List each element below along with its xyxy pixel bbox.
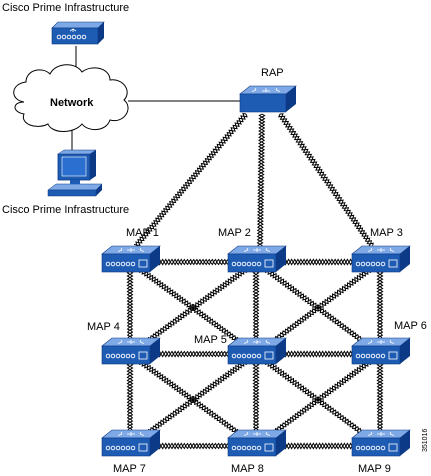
prime-top-label: Cisco Prime Infrastructure — [2, 2, 129, 14]
map1-access-point-icon — [101, 245, 161, 273]
map9-label: MAP 9 — [358, 463, 391, 475]
map9-access-point-icon — [351, 429, 411, 457]
map2-access-point-icon — [227, 245, 287, 273]
map8-label: MAP 8 — [231, 463, 264, 475]
map-devices — [101, 245, 411, 457]
wireless-link-rap-map1 — [133, 112, 248, 248]
map7-label: MAP 7 — [113, 463, 146, 475]
prime-bottom-label: Cisco Prime Infrastructure — [2, 204, 129, 216]
map6-access-point-icon — [351, 337, 411, 365]
map4-label: MAP 4 — [87, 321, 120, 333]
wireless-link-rap-map2 — [256, 113, 266, 247]
wireless-links — [126, 112, 384, 450]
wireless-link-rap-map3 — [278, 113, 374, 247]
network-cloud-icon — [13, 64, 129, 132]
map4-access-point-icon — [101, 337, 161, 365]
map2-label: MAP 2 — [218, 227, 251, 239]
prime-appliance — [51, 21, 105, 45]
network-label: Network — [50, 97, 94, 109]
map8-access-point-icon — [227, 429, 287, 457]
map3-access-point-icon — [351, 245, 411, 273]
figure-id-label: 351016 — [422, 429, 429, 452]
map3-label: MAP 3 — [370, 227, 403, 239]
rap-access-point-icon — [239, 85, 297, 113]
map5-access-point-icon — [227, 337, 287, 365]
map7-access-point-icon — [101, 429, 161, 457]
map1-label: MAP 1 — [126, 227, 159, 239]
workstation-icon — [47, 149, 103, 197]
rap-label: RAP — [261, 67, 284, 79]
map6-label: MAP 6 — [394, 320, 427, 332]
map5-label: MAP 5 — [194, 334, 227, 346]
